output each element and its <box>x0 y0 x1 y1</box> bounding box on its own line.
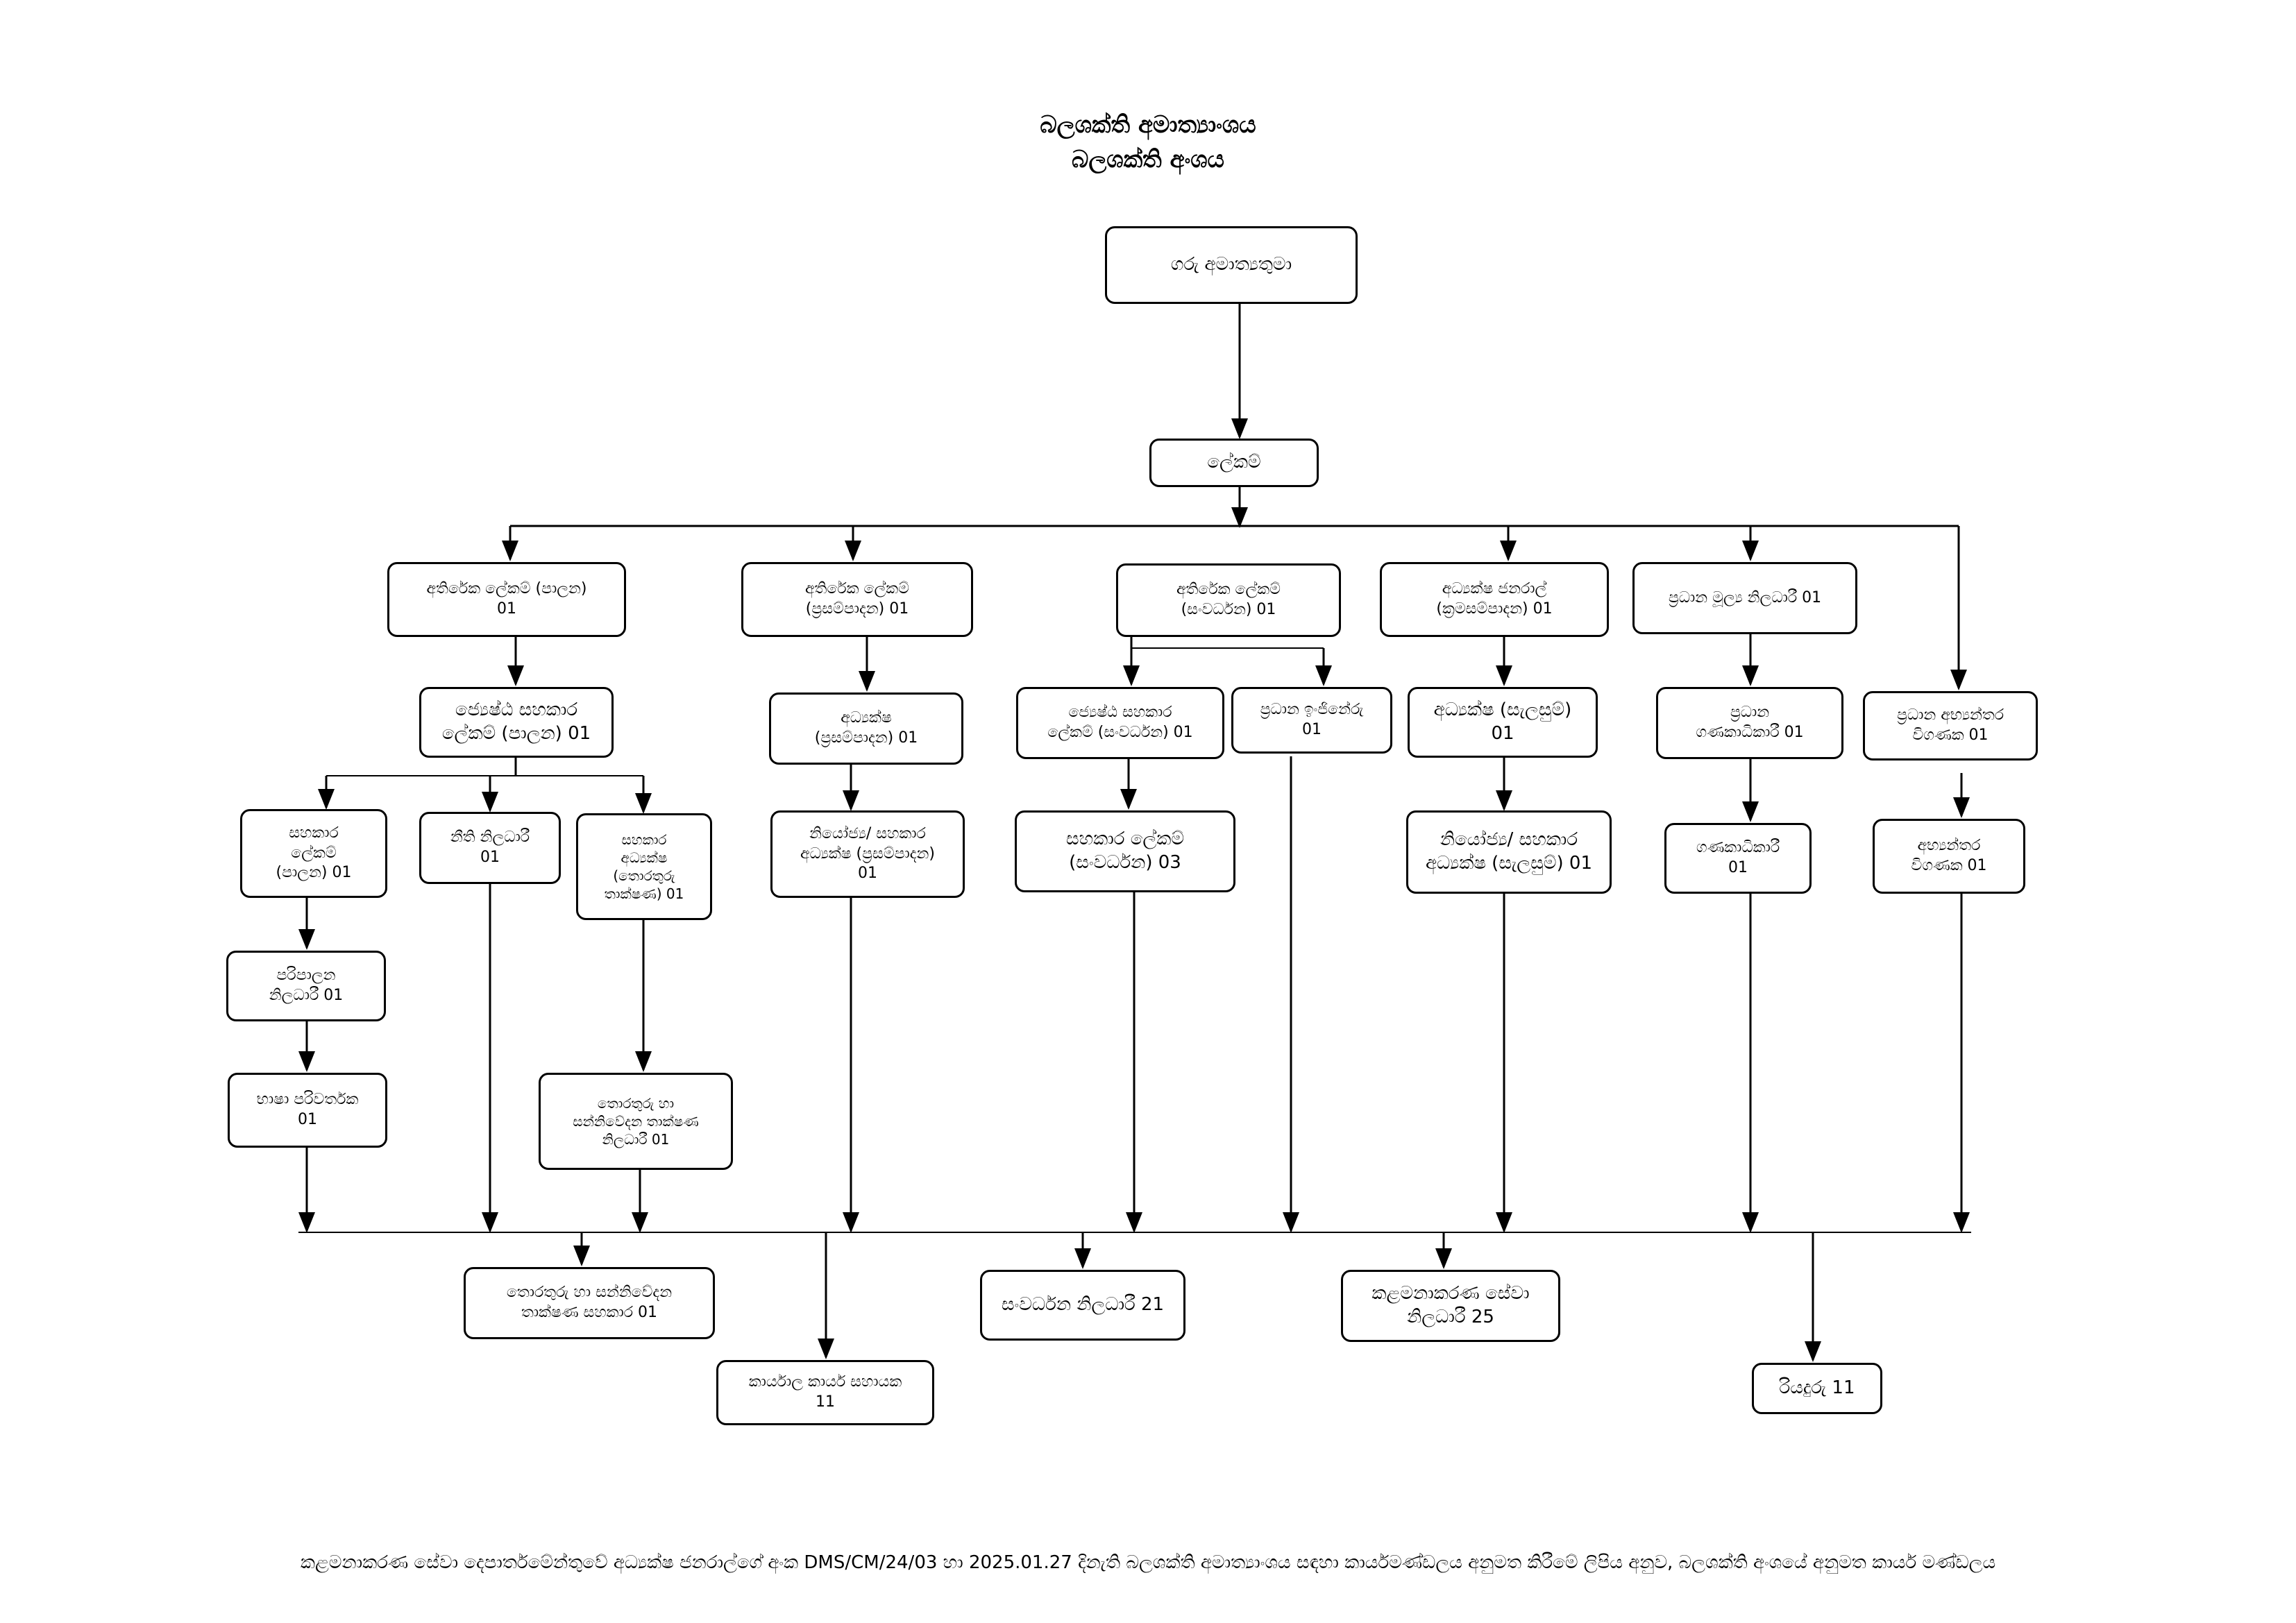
node-mgmt-service-officers: කළමනාකරණ සේවා නිලධාරී 25 <box>1341 1270 1560 1342</box>
node-drivers: රියදුරු 11 <box>1752 1363 1882 1414</box>
node-chief-engineer: ප්‍රධාන ඉංජිනේරු 01 <box>1231 687 1392 754</box>
node-dev-officers: සංවර්ධන නිලධාරී 21 <box>980 1270 1185 1341</box>
node-addl-sec-admin: අතිරේක ලේකම් (පාලන) 01 <box>387 562 626 637</box>
node-dir-gen-planning: අධ්‍යක්ෂ ජනරාල් (ක්‍රමසම්පාදන) 01 <box>1380 562 1609 637</box>
node-legal-officer: නීති නිලධාරී 01 <box>419 812 561 884</box>
node-senior-asst-sec-admin: ජ්‍යෙෂ්ඨ සහකාර ලේකම් (පාලන) 01 <box>419 687 614 758</box>
node-senior-asst-sec-dev: ජ්‍යෙෂ්ඨ සහකාර ලේකම් (සංවර්ධන) 01 <box>1016 687 1224 759</box>
node-chief-internal-auditor: ප්‍රධාන අභ්‍යන්තර විගණක 01 <box>1863 691 2038 760</box>
node-asst-sec-dev: සහකාර ලේකම් (සංවර්ධන) 03 <box>1015 810 1235 892</box>
ministry-title: බලශක්ති අමාත්‍යාංශය <box>1040 111 1256 139</box>
node-minister: ගරු අමාත්‍යතුමා <box>1105 226 1358 304</box>
node-translator: භාෂා පරිවර්තක 01 <box>228 1073 387 1148</box>
node-chief-fin-officer: ප්‍රධාන මූල්‍ය නිලධාරී 01 <box>1632 562 1857 634</box>
node-office-assistants: කාර්යාල කාර්ය සහායක 11 <box>716 1360 934 1425</box>
node-internal-auditor: අභ්‍යන්තර විගණක 01 <box>1873 819 2025 894</box>
node-deputy-dir-planning: නියෝජ්‍ය/ සහකාර අධ්‍යක්ෂ (සැලසුම්) 01 <box>1406 810 1612 894</box>
node-addl-sec-dev: අතිරේක ලේකම් (සංවර්ධන) 01 <box>1116 563 1341 637</box>
node-secretary: ලේකම් <box>1149 439 1319 487</box>
division-title: බලශක්ති අංශය <box>1072 146 1224 173</box>
node-ict-assistant: තොරතුරු හා සන්නිවේදන තාක්ෂණ සහකාර 01 <box>464 1267 715 1339</box>
node-director-planning: අධ්‍යක්ෂ (සැලසුම්) 01 <box>1408 687 1598 758</box>
node-accountant: ගණකාධිකාරී 01 <box>1664 823 1812 894</box>
node-deputy-dir-supply: නියෝජ්‍ය/ සහකාර අධ්‍යක්ෂ (ප්‍රසම්පාදන) 0… <box>770 810 965 898</box>
node-asst-dir-it: සහකාර අධ්‍යක්ෂ (තොරතුරු තාක්ෂණ) 01 <box>576 813 712 920</box>
node-admin-officer: පරිපාලන නිලධාරී 01 <box>226 951 386 1021</box>
footer-note: කළමනාකරණ සේවා දෙපාර්තමේන්තුවේ අධ්‍යක්ෂ ජ… <box>300 1552 1996 1573</box>
node-ict-officer: තොරතුරු හා සන්නිවේදන තාක්ෂණ නිලධාරී 01 <box>539 1073 733 1170</box>
node-asst-sec-admin: සහකාර ලේකම් (පාලන) 01 <box>240 809 387 898</box>
node-chief-accountant: ප්‍රධාන ගණකාධිකාරී 01 <box>1656 687 1843 759</box>
node-addl-sec-supply: අතිරේක ලේකම් (ප්‍රසම්පාදන) 01 <box>741 562 973 637</box>
node-director-supply: අධ්‍යක්ෂ (ප්‍රසම්පාදන) 01 <box>769 692 963 765</box>
